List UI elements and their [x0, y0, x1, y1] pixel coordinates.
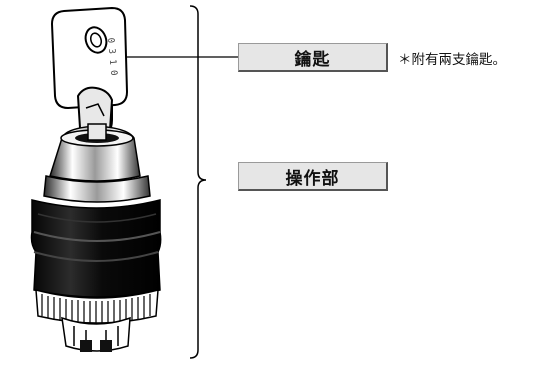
operation-part-illustration	[30, 123, 162, 352]
bracket	[189, 5, 207, 359]
key-head	[50, 6, 129, 110]
operation-part-label: 操作部	[238, 162, 388, 191]
svg-text:0 3 1 0: 0 3 1 0	[105, 37, 118, 76]
key-note: ＊附有兩支鑰匙。	[398, 52, 506, 68]
key-label: 鑰匙	[238, 43, 388, 72]
